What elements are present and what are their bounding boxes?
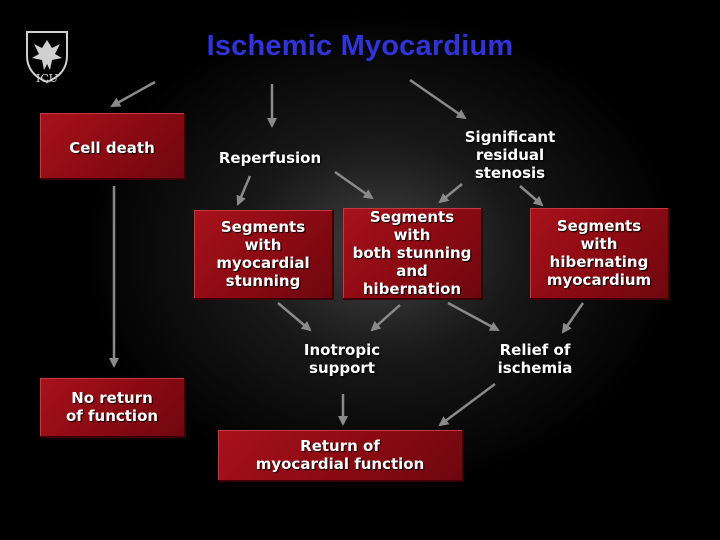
both-box: Segments with both stunning and hibernat… bbox=[343, 208, 483, 300]
arrow-title-to-stenosis bbox=[409, 78, 467, 120]
arrow-stunning-to-inotropic bbox=[277, 302, 312, 332]
stunning-box: Segments with myocardial stunning bbox=[194, 210, 334, 300]
cell-death-label: Cell death bbox=[69, 139, 155, 157]
hibernating-label: Segments with hibernating myocardium bbox=[546, 217, 652, 289]
arrow-both-to-relief bbox=[447, 301, 500, 332]
return-box: Return of myocardial function bbox=[218, 430, 464, 482]
no-return-box: No return of function bbox=[40, 378, 186, 438]
reperfusion-label: Reperfusion bbox=[218, 149, 322, 167]
arrow-reperfusion-to-stunning bbox=[236, 175, 252, 206]
return-label: Return of myocardial function bbox=[255, 437, 425, 473]
inotropic-label: Inotropic support bbox=[303, 341, 381, 377]
arrow-stenosis-to-both bbox=[438, 183, 463, 204]
logo-text: ICU bbox=[35, 72, 59, 85]
relief-label: Relief of ischemia bbox=[497, 341, 573, 377]
stunning-label: Segments with myocardial stunning bbox=[216, 218, 310, 290]
significant-stenosis-label: Significant residual stenosis bbox=[464, 128, 556, 182]
both-label: Segments with both stunning and hibernat… bbox=[352, 208, 472, 298]
hibernating-box: Segments with hibernating myocardium bbox=[530, 208, 670, 300]
page-title: Ischemic Myocardium bbox=[206, 30, 514, 62]
crest-logo-icon bbox=[26, 31, 68, 84]
arrow-stenosis-to-hibernating bbox=[519, 185, 544, 207]
arrow-title-to-cell-death bbox=[110, 80, 156, 108]
arrow-relief-to-return bbox=[438, 382, 496, 427]
arrow-reperfusion-to-both bbox=[334, 170, 374, 200]
arrow-hibernating-to-relief bbox=[561, 302, 585, 334]
cell-death-box: Cell death bbox=[40, 113, 186, 180]
arrow-both-to-inotropic bbox=[370, 304, 401, 332]
no-return-label: No return of function bbox=[65, 389, 159, 425]
